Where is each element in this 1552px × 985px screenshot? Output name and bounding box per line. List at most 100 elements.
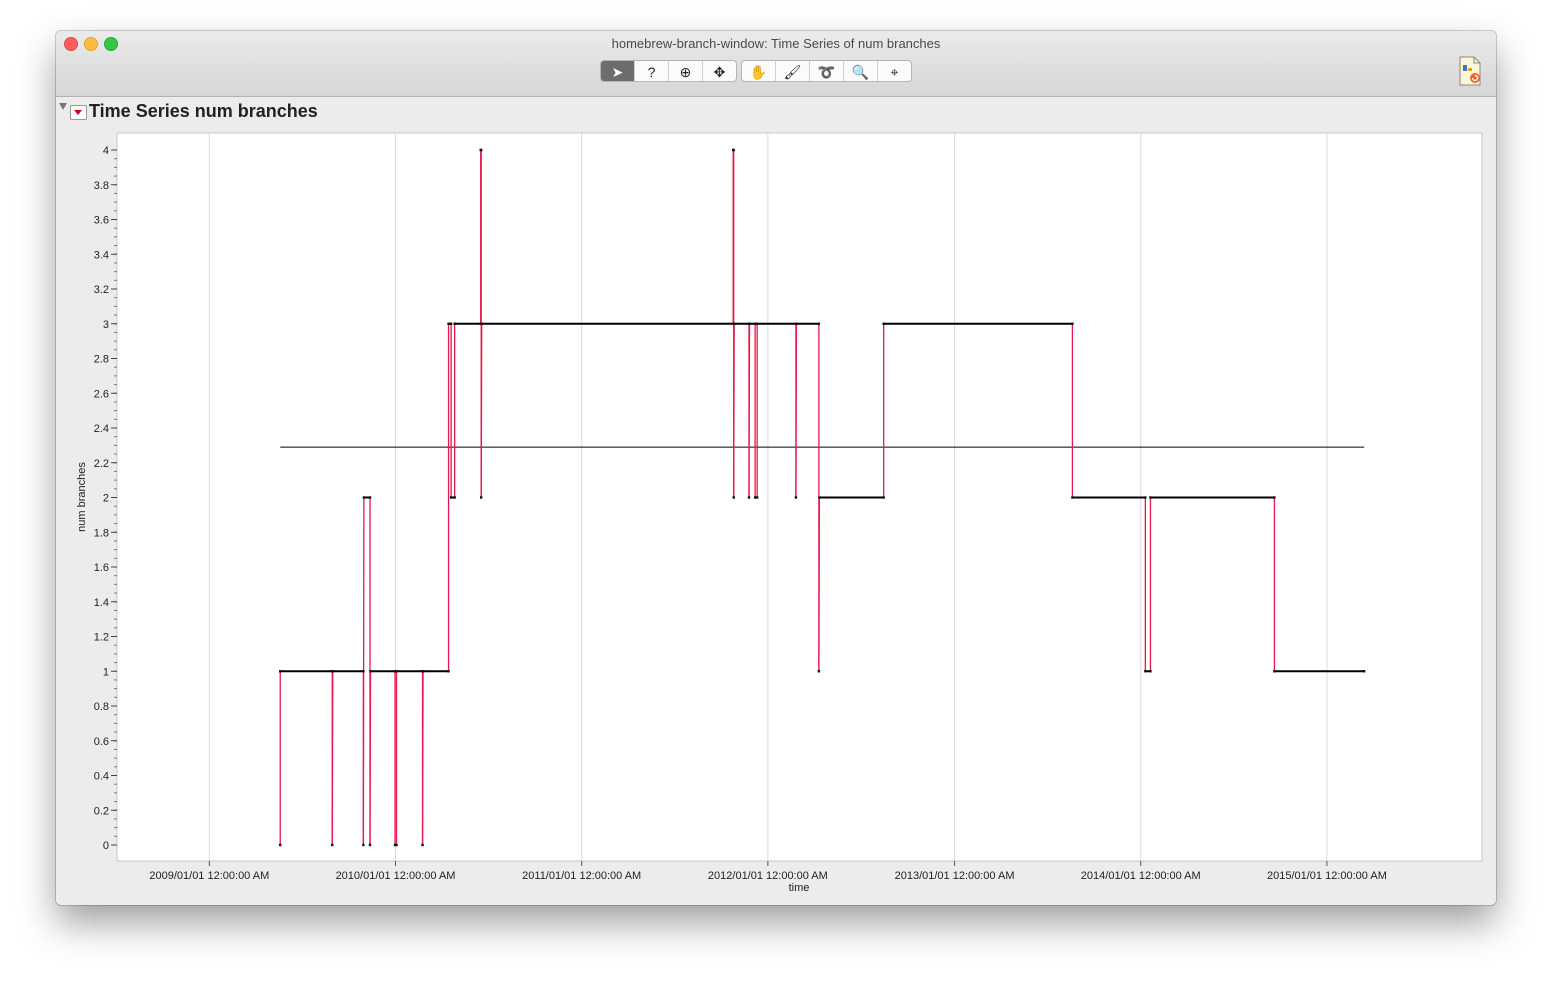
x-tick-label: 2011/01/01 12:00:00 AM [522,870,641,882]
data-point [732,148,735,152]
data-point [395,843,398,847]
y-tick-label: 0.4 [94,771,109,783]
transition-segment [369,671,372,846]
data-point [449,322,453,325]
minimize-window-button[interactable] [84,37,98,51]
data-point [1149,496,1152,499]
data-point [818,496,821,499]
close-window-button[interactable] [64,37,78,51]
move-tool-button[interactable]: ✥ [703,61,736,81]
tool-group-edit: ✋ 🖌 ➰ 🔍 ⌖ [741,60,912,82]
data-point [753,496,757,499]
data-point [480,148,483,152]
move-tool-icon: ✥ [713,63,726,80]
y-axis-label: num branches [76,462,88,532]
x-tick-label: 2014/01/01 12:00:00 AM [1081,870,1201,882]
brush-tool-button[interactable]: 🖌 [776,61,810,81]
data-point [1273,670,1276,673]
data-point [480,322,483,325]
y-tick-label: 0.2 [94,805,109,817]
data-point [755,496,759,499]
data-point [368,496,372,499]
help-tool-icon: ? [647,64,656,80]
data-point [393,670,397,673]
y-tick-label: 1.6 [94,562,109,574]
panel-title: Time Series num branches [89,101,318,121]
axes: 2009/01/01 12:00:00 AM 2010/01/01 12:00:0… [94,145,1387,882]
y-tick-label: 4 [103,145,109,157]
y-tick-label: 0 [103,840,109,852]
x-axis-label: time [789,882,810,894]
y-tick-label: 1.8 [94,527,109,539]
transition-segment [733,323,735,498]
magnifier-tool-icon: 🔍 [851,63,870,80]
data-point [794,496,798,499]
red-triangle-menu-button[interactable] [70,105,87,120]
data-point [882,322,885,325]
data-point [882,496,885,499]
data-point [453,322,456,325]
data-point [362,843,365,847]
data-point [421,670,425,673]
data-point [447,670,450,673]
y-tick-label: 2.8 [94,354,109,366]
tool-group-select: ➤ ? ⊕ ✥ [600,60,737,82]
lasso-tool-icon: ➰ [817,63,836,80]
data-point [447,322,450,325]
transition-segment [748,323,751,498]
transition-segment [795,323,798,498]
selection-tool-icon: ⊕ [679,63,692,80]
data-point [362,670,365,673]
disclosure-triangle-icon[interactable] [59,103,67,110]
toolbar: ➤ ? ⊕ ✥ ✋ 🖌 ➰ 🔍 ⌖ [600,60,916,82]
title-bar: homebrew-branch-window: Time Series of n… [56,31,1496,97]
data-point [733,322,736,325]
arrow-tool-button[interactable]: ➤ [601,61,635,81]
data-point [1144,496,1147,499]
y-tick-label: 3.6 [94,215,109,227]
data-point [362,496,366,499]
y-tick-label: 2.2 [94,458,109,470]
selection-tool-button[interactable]: ⊕ [669,61,703,81]
script-document-icon[interactable] [1458,56,1482,86]
data-point [817,322,821,325]
help-tool-button[interactable]: ? [635,61,669,81]
x-tick-label: 2010/01/01 12:00:00 AM [336,870,456,882]
data-point [331,843,334,847]
data-point [747,496,751,499]
window-title: homebrew-branch-window: Time Series of n… [611,36,941,51]
data-point [1149,670,1152,673]
transition-segment [818,497,821,672]
lasso-tool-button[interactable]: ➰ [810,61,844,81]
x-tick-label: 2013/01/01 12:00:00 AM [895,870,1015,882]
y-tick-label: 2 [103,493,109,505]
data-point [279,843,282,847]
crosshair-tool-button[interactable]: ⌖ [878,61,911,81]
zoom-window-button[interactable] [104,37,118,51]
data-point [331,670,334,673]
hand-tool-icon: ✋ [749,63,768,80]
x-tick-label: 2009/01/01 12:00:00 AM [149,870,269,882]
data-point [817,670,821,673]
data-point [748,322,751,325]
brush-tool-icon: 🖌 [783,63,802,80]
magnifier-tool-button[interactable]: 🔍 [844,61,878,81]
data-point [279,670,282,673]
plot-frame [116,132,1483,862]
y-tick-label: 3 [103,319,109,331]
data-point [369,670,372,673]
y-tick-label: 1.4 [94,597,109,609]
data-point [1071,322,1074,325]
data-point [732,496,735,499]
data-point [1144,670,1147,673]
y-tick-label: 3.2 [94,284,109,296]
data-point [421,843,424,847]
data-point [480,496,483,499]
y-tick-label: 3.8 [94,180,109,192]
data-point [795,322,798,325]
data-point [453,496,456,499]
hand-tool-button[interactable]: ✋ [742,61,776,81]
data-point [393,843,397,847]
y-tick-label: 0.8 [94,701,109,713]
